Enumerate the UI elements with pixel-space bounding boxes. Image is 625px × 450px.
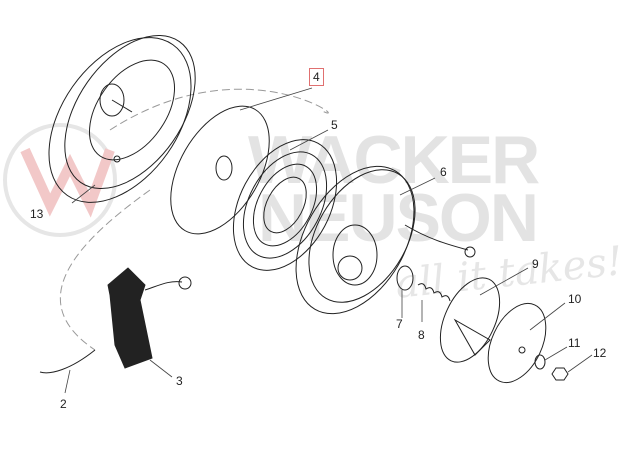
starter-handle-part-3	[107, 267, 192, 369]
small-spring-part-8	[417, 283, 451, 302]
part-label-6[interactable]: 6	[440, 165, 447, 179]
washer-part-11	[534, 354, 546, 370]
part-label-4-selected[interactable]: 4	[309, 68, 324, 86]
part-label-11[interactable]: 11	[568, 336, 581, 350]
part-label-7[interactable]: 7	[396, 317, 403, 331]
part-label-12[interactable]: 12	[593, 346, 607, 360]
part-label-3[interactable]: 3	[176, 374, 183, 388]
part-label-2[interactable]: 2	[60, 397, 67, 411]
rope-pulley-part-6	[295, 165, 476, 315]
spring-part-5	[232, 139, 338, 271]
starter-rope-part-2	[39, 349, 96, 374]
brand-logo-icon	[3, 123, 117, 237]
nut-part-12	[551, 367, 569, 381]
cover-plate-part-10	[487, 302, 547, 384]
watermark-brand-line1: WACKER	[248, 122, 540, 198]
flywheel-part-13	[48, 34, 196, 203]
part-label-8[interactable]: 8	[418, 328, 425, 342]
part-label-9[interactable]: 9	[532, 257, 539, 271]
part-label-13[interactable]: 13	[30, 207, 44, 221]
washer-part-7	[396, 265, 414, 291]
part-label-10[interactable]: 10	[568, 292, 582, 306]
leader-lines	[64, 87, 593, 394]
part-label-5[interactable]: 5	[331, 118, 338, 132]
watermark-brand-line2: NEUSON	[258, 180, 539, 256]
ratchet-part-9	[439, 277, 501, 363]
washer-disc-part-4	[170, 105, 270, 235]
